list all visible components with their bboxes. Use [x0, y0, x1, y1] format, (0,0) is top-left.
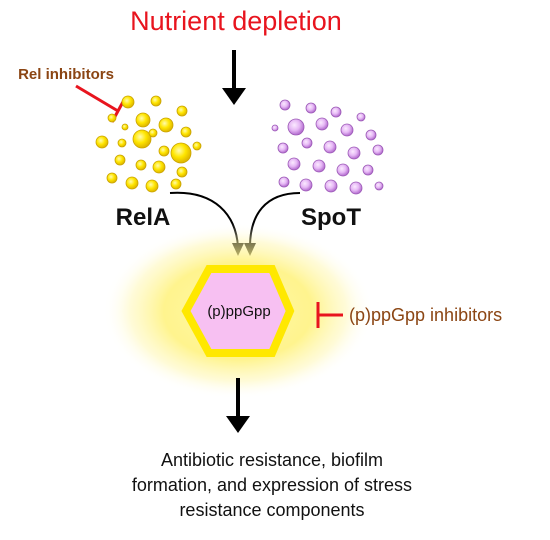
spot-label: SpoT: [301, 204, 361, 231]
spot-dot: [336, 163, 350, 177]
spot-dot: [277, 142, 289, 154]
spot-dot: [340, 123, 354, 137]
rela-dot: [170, 142, 192, 164]
spot-dot: [315, 117, 329, 131]
rela-dot: [145, 179, 159, 193]
outcome-line-3: resistance components: [179, 500, 364, 520]
rela-dot: [150, 95, 162, 107]
spot-dot: [299, 178, 313, 192]
spot-dot: [271, 124, 279, 132]
spot-dot: [374, 181, 384, 191]
rela-cluster: [95, 95, 202, 193]
spot-dot: [365, 129, 377, 141]
outcome-line-1: Antibiotic resistance, biofilm: [161, 450, 383, 470]
rela-dot: [125, 176, 139, 190]
rela-dot: [152, 160, 166, 174]
spot-dot: [330, 106, 342, 118]
rela-dot: [176, 166, 188, 178]
spot-dot: [362, 164, 374, 176]
spot-dot: [349, 181, 363, 195]
rela-dot: [170, 178, 182, 190]
rela-dot: [180, 126, 192, 138]
rela-dot: [176, 105, 188, 117]
title-label: Nutrient depletion: [130, 6, 342, 36]
spot-dot: [347, 146, 361, 160]
spot-dot: [324, 179, 338, 193]
spot-dot: [279, 99, 291, 111]
outcome-line-2: formation, and expression of stress: [132, 475, 412, 495]
spot-dot: [323, 140, 337, 154]
rela-dot: [107, 113, 117, 123]
ppgpp-inhibitors-label: (p)ppGpp inhibitors: [349, 305, 502, 325]
outcome-arrow: [226, 378, 250, 433]
spot-dot: [312, 159, 326, 173]
rela-dot: [135, 159, 147, 171]
rela-dot: [95, 135, 109, 149]
rela-dot: [117, 138, 127, 148]
rela-dot: [158, 117, 174, 133]
rela-dot: [135, 112, 151, 128]
rela-dot: [121, 95, 135, 109]
ppgpp-label: (p)ppGpp: [207, 303, 270, 320]
rela-dot: [106, 172, 118, 184]
spot-dot: [301, 137, 313, 149]
spot-dot: [287, 157, 301, 171]
spot-cluster: [271, 99, 384, 195]
spot-dot: [287, 118, 305, 136]
spot-dot: [372, 144, 384, 156]
rela-label: RelA: [116, 204, 171, 231]
rela-dot: [132, 129, 152, 149]
rela-dot: [148, 128, 158, 138]
ppgpp-inhibitor-bar: [316, 302, 343, 328]
depletion-arrow: [222, 50, 246, 105]
ppgpp-hexagon: [181, 265, 295, 357]
spot-dot: [305, 102, 317, 114]
spot-dot: [356, 112, 366, 122]
rela-dot: [158, 145, 170, 157]
rela-dot: [114, 154, 126, 166]
rela-dot: [121, 123, 129, 131]
rel-inhibitors-label: Rel inhibitors: [18, 66, 114, 83]
rela-dot: [192, 141, 202, 151]
rel-inhibitor-bar: [75, 84, 126, 123]
spot-dot: [278, 176, 290, 188]
